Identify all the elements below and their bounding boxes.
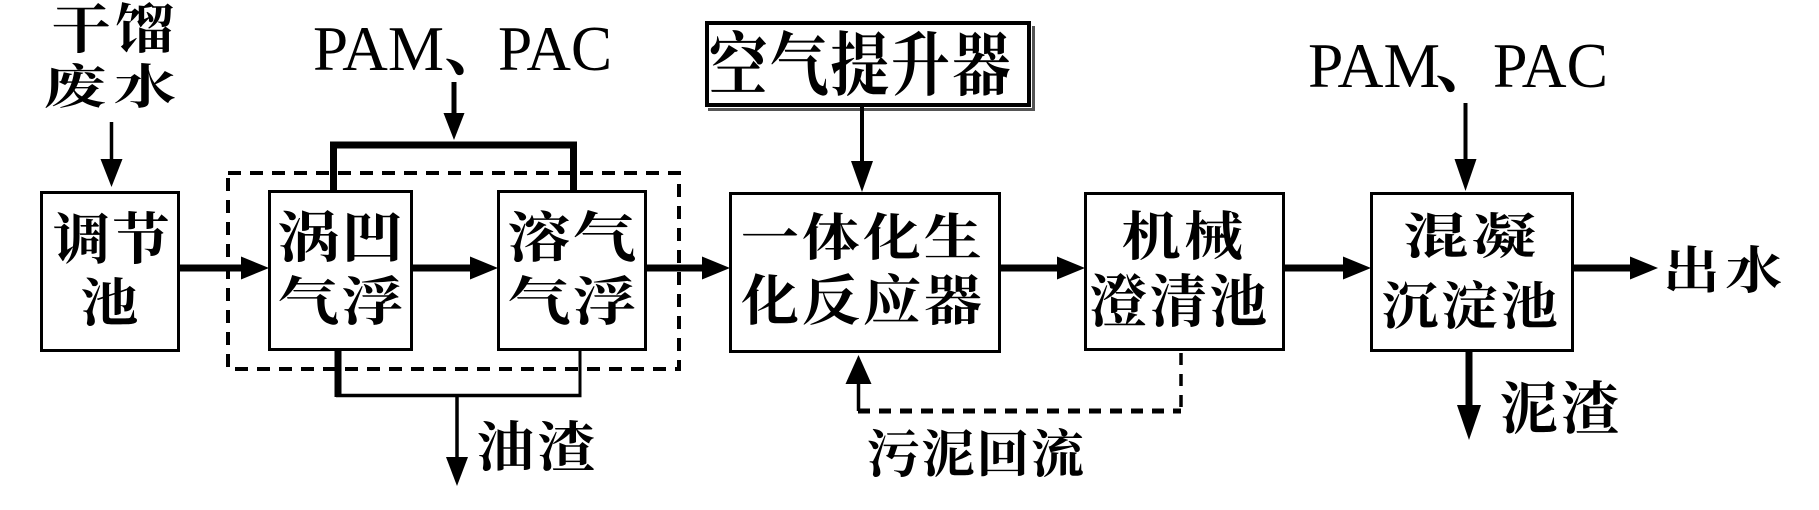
svg-text:PAM: PAM <box>313 13 444 84</box>
svg-text:PAM: PAM <box>1308 30 1440 101</box>
svg-text:PAC: PAC <box>498 13 612 84</box>
svg-text:PAC: PAC <box>1493 30 1608 101</box>
